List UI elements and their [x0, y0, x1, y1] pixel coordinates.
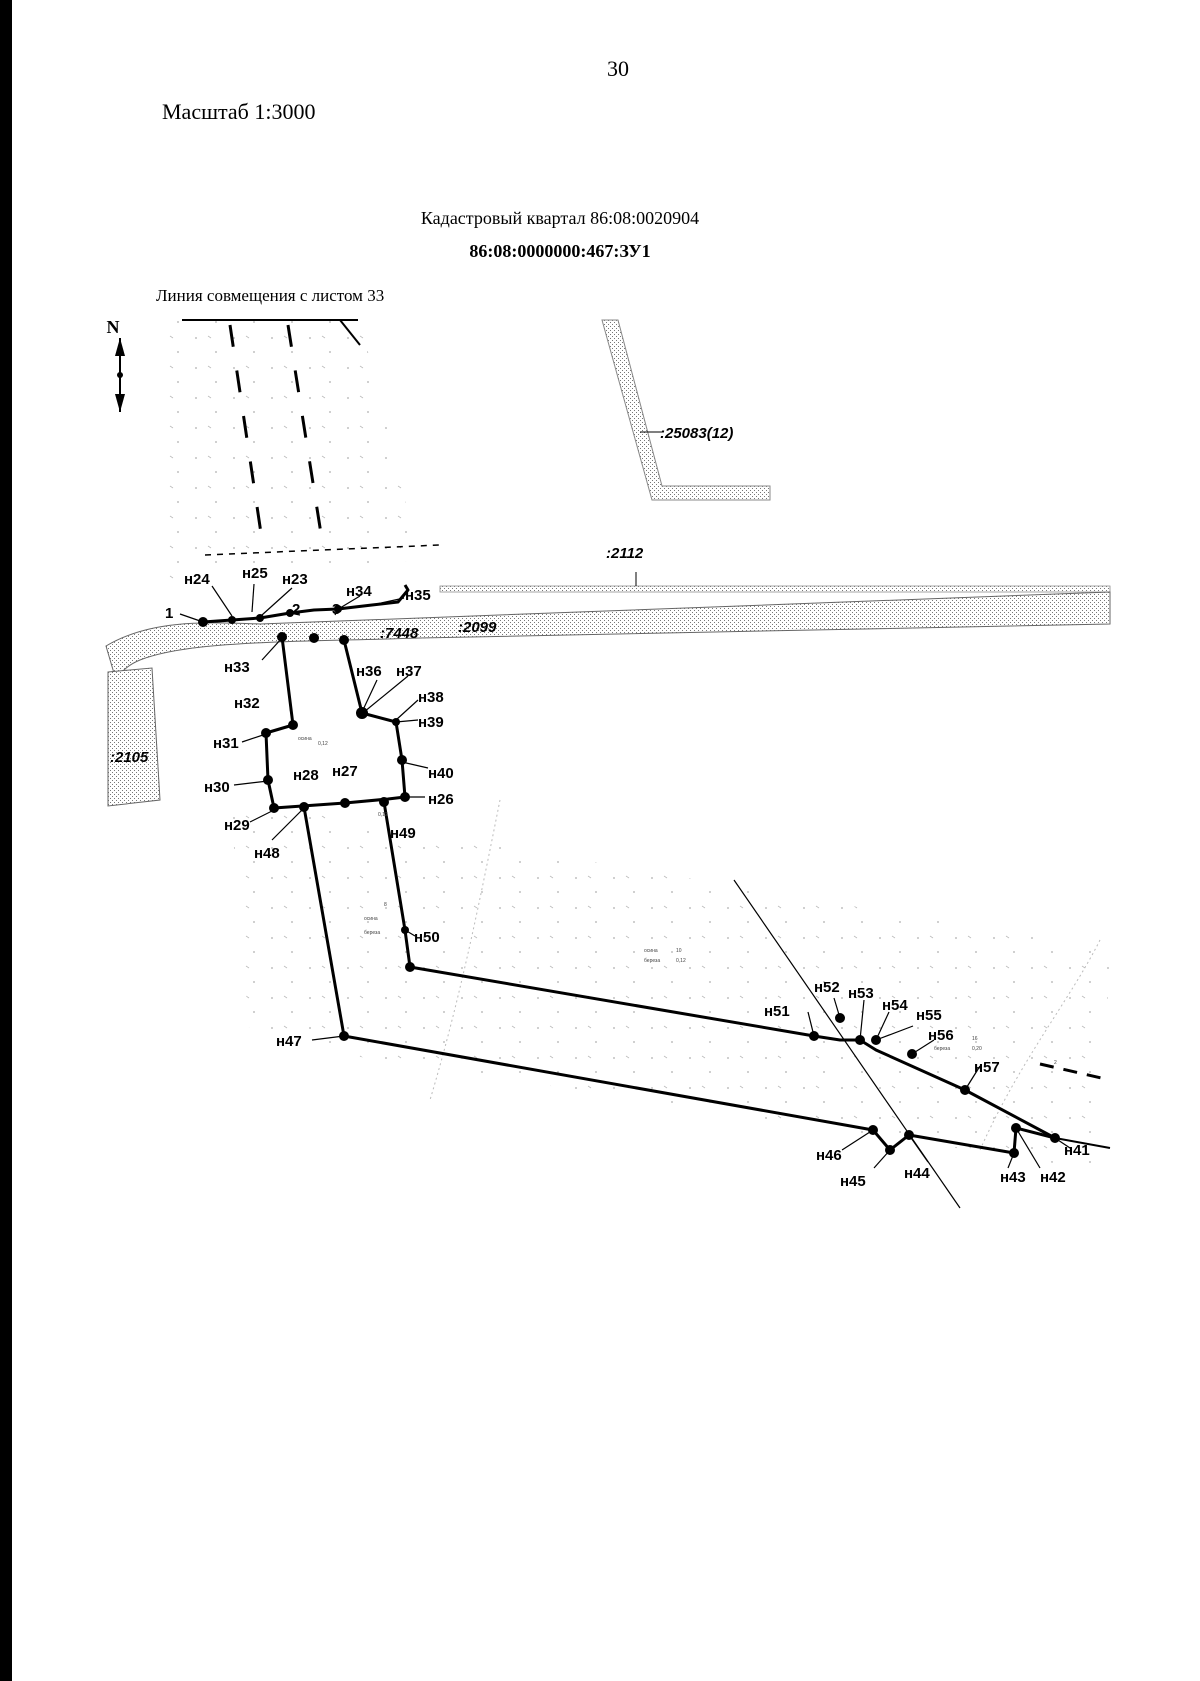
point-label: н35 [405, 587, 431, 604]
parcel-25083 [601, 319, 771, 501]
map-scale: Масштаб 1:3000 [162, 99, 316, 124]
point-label: н26 [428, 791, 454, 808]
svg-text:осина: осина [364, 916, 378, 922]
label-leaders [179, 583, 1071, 1169]
svg-text:0,20: 0,20 [972, 1046, 982, 1052]
point-label: н39 [418, 714, 444, 731]
parcel-2112 [439, 572, 1111, 593]
svg-text:осина: осина [644, 948, 658, 954]
point-label: н27 [332, 763, 358, 780]
parcel-2105 [107, 667, 161, 807]
parcel-label-2105: :2105 [110, 749, 149, 766]
svg-text:осина: осина [298, 736, 312, 742]
tree-annotations: осина 0,12 осина береза осина береза 10 … [298, 736, 1057, 1066]
point-label: н37 [396, 663, 422, 680]
point-label: н31 [213, 735, 239, 752]
parcel-2099 [105, 591, 1111, 682]
svg-text:0,12: 0,12 [318, 741, 328, 747]
point-label: н44 [904, 1165, 930, 1182]
point-label: н32 [234, 695, 260, 712]
point-label: 2 [292, 601, 300, 618]
svg-text:8: 8 [384, 902, 387, 908]
svg-text:16: 16 [972, 1036, 978, 1042]
point-label: н29 [224, 817, 250, 834]
match-line-note: Линия совмещения с листом 33 [156, 286, 385, 305]
point-marker [356, 707, 368, 719]
point-marker [288, 720, 298, 730]
point-marker [269, 803, 279, 813]
point-label: н51 [764, 1003, 790, 1020]
point-label: н28 [293, 767, 319, 784]
point-marker [405, 962, 415, 972]
point-label: н56 [928, 1027, 954, 1044]
point-label: н41 [1064, 1142, 1090, 1159]
point-label: н34 [346, 583, 372, 600]
point-label: 1 [165, 605, 173, 622]
point-label: 3 [332, 601, 340, 618]
point-marker [340, 798, 350, 808]
scan-left-edge [0, 0, 12, 1681]
point-label: н42 [1040, 1169, 1066, 1186]
point-label: н47 [276, 1033, 302, 1050]
terrain-background [160, 320, 1110, 1170]
point-label: н33 [224, 659, 250, 676]
svg-text:береза: береза [364, 930, 380, 936]
parcel-label-2099: :2099 [458, 619, 497, 636]
plot-id-title: 86:08:0000000:467:ЗУ1 [469, 241, 651, 261]
svg-text:береза: береза [934, 1046, 950, 1052]
point-marker [256, 614, 264, 622]
point-marker [309, 633, 319, 643]
point-marker [397, 755, 407, 765]
point-label: н36 [356, 663, 382, 680]
point-label: н46 [816, 1147, 842, 1164]
point-label: н45 [840, 1173, 866, 1190]
point-marker [228, 616, 236, 624]
point-label: н57 [974, 1059, 1000, 1076]
parcel-label-2112: :2112 [606, 545, 644, 562]
parcel-label-25083: :25083(12) [660, 425, 733, 442]
svg-text:0,12: 0,12 [676, 958, 686, 964]
page-number: 30 [607, 56, 629, 81]
svg-text:10: 10 [676, 948, 682, 954]
point-label: н25 [242, 565, 268, 582]
dashed-road-lines [182, 319, 441, 556]
point-label: н43 [1000, 1169, 1026, 1186]
svg-text:0,12: 0,12 [378, 812, 388, 818]
point-label: н55 [916, 1007, 942, 1024]
point-label: н40 [428, 765, 454, 782]
point-label: н53 [848, 985, 874, 1002]
north-arrow-icon: N [107, 317, 125, 412]
point-label: н52 [814, 979, 840, 996]
point-label: н54 [882, 997, 908, 1014]
parcel-label-7448: :7448 [380, 625, 419, 642]
svg-text:береза: береза [644, 958, 660, 964]
point-label: н49 [390, 825, 416, 842]
point-marker [299, 802, 309, 812]
svg-text:2: 2 [1054, 1060, 1057, 1066]
north-label: N [107, 317, 120, 337]
point-label: н24 [184, 571, 210, 588]
point-marker [277, 632, 287, 642]
cadastral-quarter-title: Кадастровый квартал 86:08:0020904 [420, 208, 700, 228]
point-label: н23 [282, 571, 308, 588]
point-label: н38 [418, 689, 444, 706]
point-marker [261, 728, 271, 738]
point-marker [379, 797, 389, 807]
point-label: н50 [414, 929, 440, 946]
point-marker [339, 635, 349, 645]
point-label: н48 [254, 845, 280, 862]
point-label: н30 [204, 779, 230, 796]
point-marker [263, 775, 273, 785]
point-labels: 1 2 3 н23 н24 н25 н26 н27 н28 н29 н30 н3… [165, 565, 1090, 1190]
